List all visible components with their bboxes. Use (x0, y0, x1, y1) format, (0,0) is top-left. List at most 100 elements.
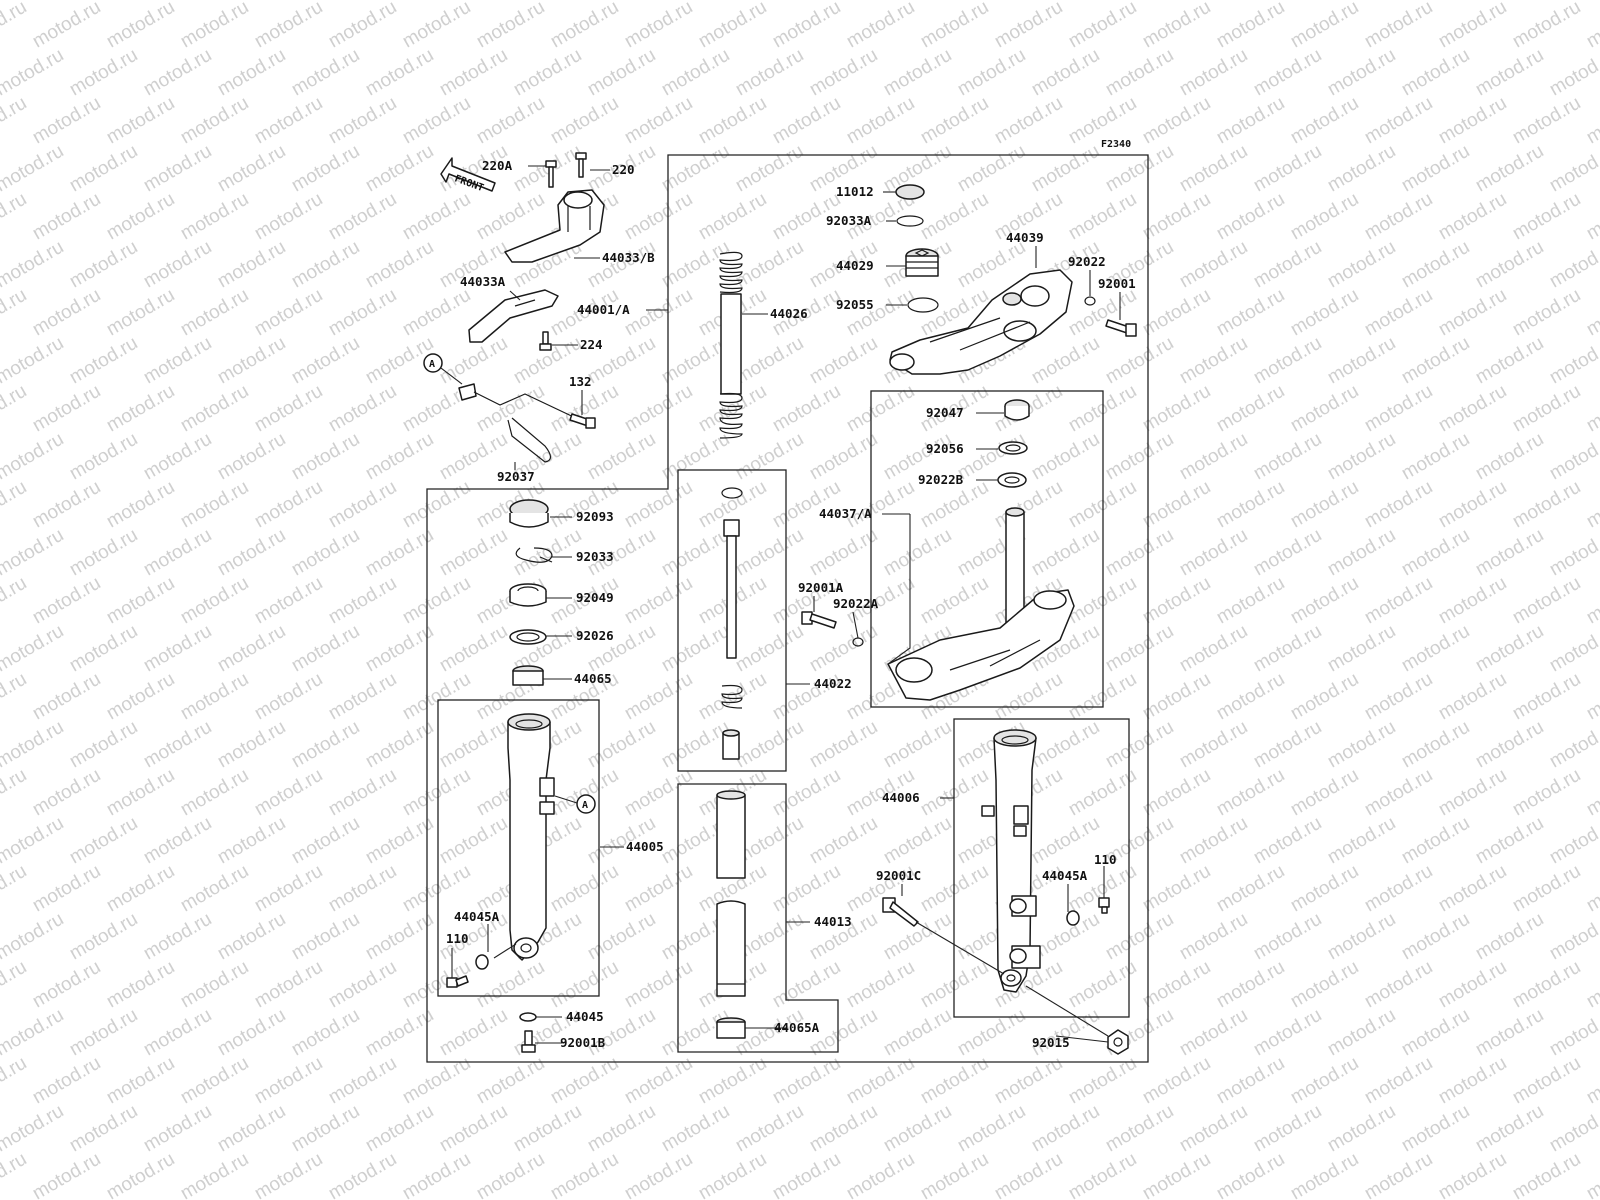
label-92001C: 92001C (876, 868, 921, 883)
watermark-text: motod.ru (399, 861, 474, 917)
inner-tube-44013 (716, 790, 746, 997)
watermark-text: motod.ru (436, 1005, 511, 1061)
watermark-text: motod.ru (1509, 765, 1584, 821)
watermark-text: motod.ru (473, 0, 548, 52)
watermark-text: motod.ru (0, 333, 67, 389)
watermark-text: motod.ru (436, 813, 511, 869)
figure-code: F2340 (1101, 139, 1131, 150)
watermark-text: motod.ru (436, 1101, 511, 1157)
watermark-text: motod.ru (1028, 45, 1103, 101)
watermark-text: motod.ru (1435, 765, 1510, 821)
washer-92026 (509, 629, 547, 645)
upper-bracket-44039 (889, 269, 1073, 375)
watermark-text: motod.ru (806, 429, 881, 485)
watermark-text: motod.ru (140, 813, 215, 869)
washer-44045A-left (475, 954, 489, 970)
watermark-text: motod.ru (1102, 525, 1177, 581)
watermark-text: motod.ru (1509, 93, 1584, 149)
watermark-text: motod.ru (362, 45, 437, 101)
watermark-text: motod.ru (695, 0, 770, 52)
watermark-text: motod.ru (1583, 861, 1600, 917)
watermark-text: motod.ru (103, 285, 178, 341)
watermark-text: motod.ru (584, 1101, 659, 1157)
watermark-text: motod.ru (1509, 669, 1584, 725)
watermark-text: motod.ru (1435, 93, 1510, 149)
watermark-text: motod.ru (1435, 1149, 1510, 1200)
watermark-text: motod.ru (991, 93, 1066, 149)
watermark-text: motod.ru (621, 573, 696, 629)
watermark-text: motod.ru (1583, 381, 1600, 437)
watermark-text: motod.ru (621, 285, 696, 341)
watermark-text: motod.ru (1509, 1149, 1584, 1200)
label-92022: 92022 (1068, 254, 1106, 269)
label-44029: 44029 (836, 258, 874, 273)
watermark-text: motod.ru (1546, 525, 1600, 581)
ref-marker-a-right: A (554, 794, 596, 814)
watermark-text: motod.ru (621, 381, 696, 437)
watermark-text: motod.ru (0, 477, 30, 533)
watermark-text: motod.ru (917, 0, 992, 52)
watermark-text: motod.ru (0, 0, 30, 52)
steering-stem-44037A (887, 507, 1075, 701)
watermark-text: motod.ru (214, 525, 289, 581)
watermark-text: motod.ru (658, 45, 733, 101)
watermark-text: motod.ru (1583, 285, 1600, 341)
watermark-text: motod.ru (843, 0, 918, 52)
watermark-text: motod.ru (1250, 525, 1325, 581)
watermark-text: motod.ru (325, 381, 400, 437)
watermark-text: motod.ru (917, 1149, 992, 1200)
watermark-text: motod.ru (769, 0, 844, 52)
bolt-220A (545, 160, 557, 188)
watermark-text: motod.ru (0, 1005, 67, 1061)
watermark-text: motod.ru (1250, 1101, 1325, 1157)
outer-tube-44006 (981, 729, 1041, 993)
stem-nut-92047 (1004, 399, 1030, 421)
watermark-text: motod.ru (66, 525, 141, 581)
watermark-text: motod.ru (362, 1101, 437, 1157)
watermark-text: motod.ru (658, 1101, 733, 1157)
watermark-text: motod.ru (1065, 1149, 1140, 1200)
watermark-text: motod.ru (769, 93, 844, 149)
watermark-text: motod.ru (1509, 285, 1584, 341)
watermark-text: motod.ru (214, 717, 289, 773)
watermark-text: motod.ru (732, 621, 807, 677)
watermark-text: motod.ru (732, 0, 807, 4)
watermark-text: motod.ru (1509, 957, 1584, 1013)
watermark-text: motod.ru (510, 0, 585, 4)
watermark-text: motod.ru (843, 381, 918, 437)
watermark-text: motod.ru (140, 141, 215, 197)
watermark-text: motod.ru (658, 429, 733, 485)
watermark-text: motod.ru (732, 45, 807, 101)
watermark-text: motod.ru (399, 477, 474, 533)
axle-nut-92015 (1107, 1029, 1129, 1055)
watermark-text: motod.ru (1176, 333, 1251, 389)
watermark-text: motod.ru (1324, 0, 1399, 4)
watermark-text: motod.ru (1324, 429, 1399, 485)
watermark-text: motod.ru (1361, 573, 1436, 629)
watermark-text: motod.ru (1176, 525, 1251, 581)
watermark-text: motod.ru (399, 93, 474, 149)
watermark-text: motod.ru (806, 717, 881, 773)
watermark-text: motod.ru (1398, 525, 1473, 581)
watermark-text: motod.ru (1509, 477, 1584, 533)
watermark-text: motod.ru (1139, 285, 1214, 341)
watermark-text: motod.ru (880, 1005, 955, 1061)
watermark-text: motod.ru (954, 45, 1029, 101)
watermark-text: motod.ru (399, 285, 474, 341)
watermark-text: motod.ru (1435, 189, 1510, 245)
watermark-text: motod.ru (621, 1149, 696, 1200)
bolt-92001A (801, 611, 837, 629)
watermark-text: motod.ru (1213, 189, 1288, 245)
watermark-text: motod.ru (66, 717, 141, 773)
watermark-text: motod.ru (1065, 189, 1140, 245)
watermark-text: motod.ru (843, 1053, 918, 1109)
watermark-text: motod.ru (621, 477, 696, 533)
watermark-text: motod.ru (1028, 1101, 1103, 1157)
watermark-text: motod.ru (1583, 1053, 1600, 1109)
washer-44045 (519, 1012, 537, 1022)
washer-92022 (1084, 296, 1096, 306)
watermark-text: motod.ru (214, 333, 289, 389)
watermark-text: motod.ru (1361, 93, 1436, 149)
watermark-text: motod.ru (1213, 765, 1288, 821)
watermark-text: motod.ru (66, 141, 141, 197)
